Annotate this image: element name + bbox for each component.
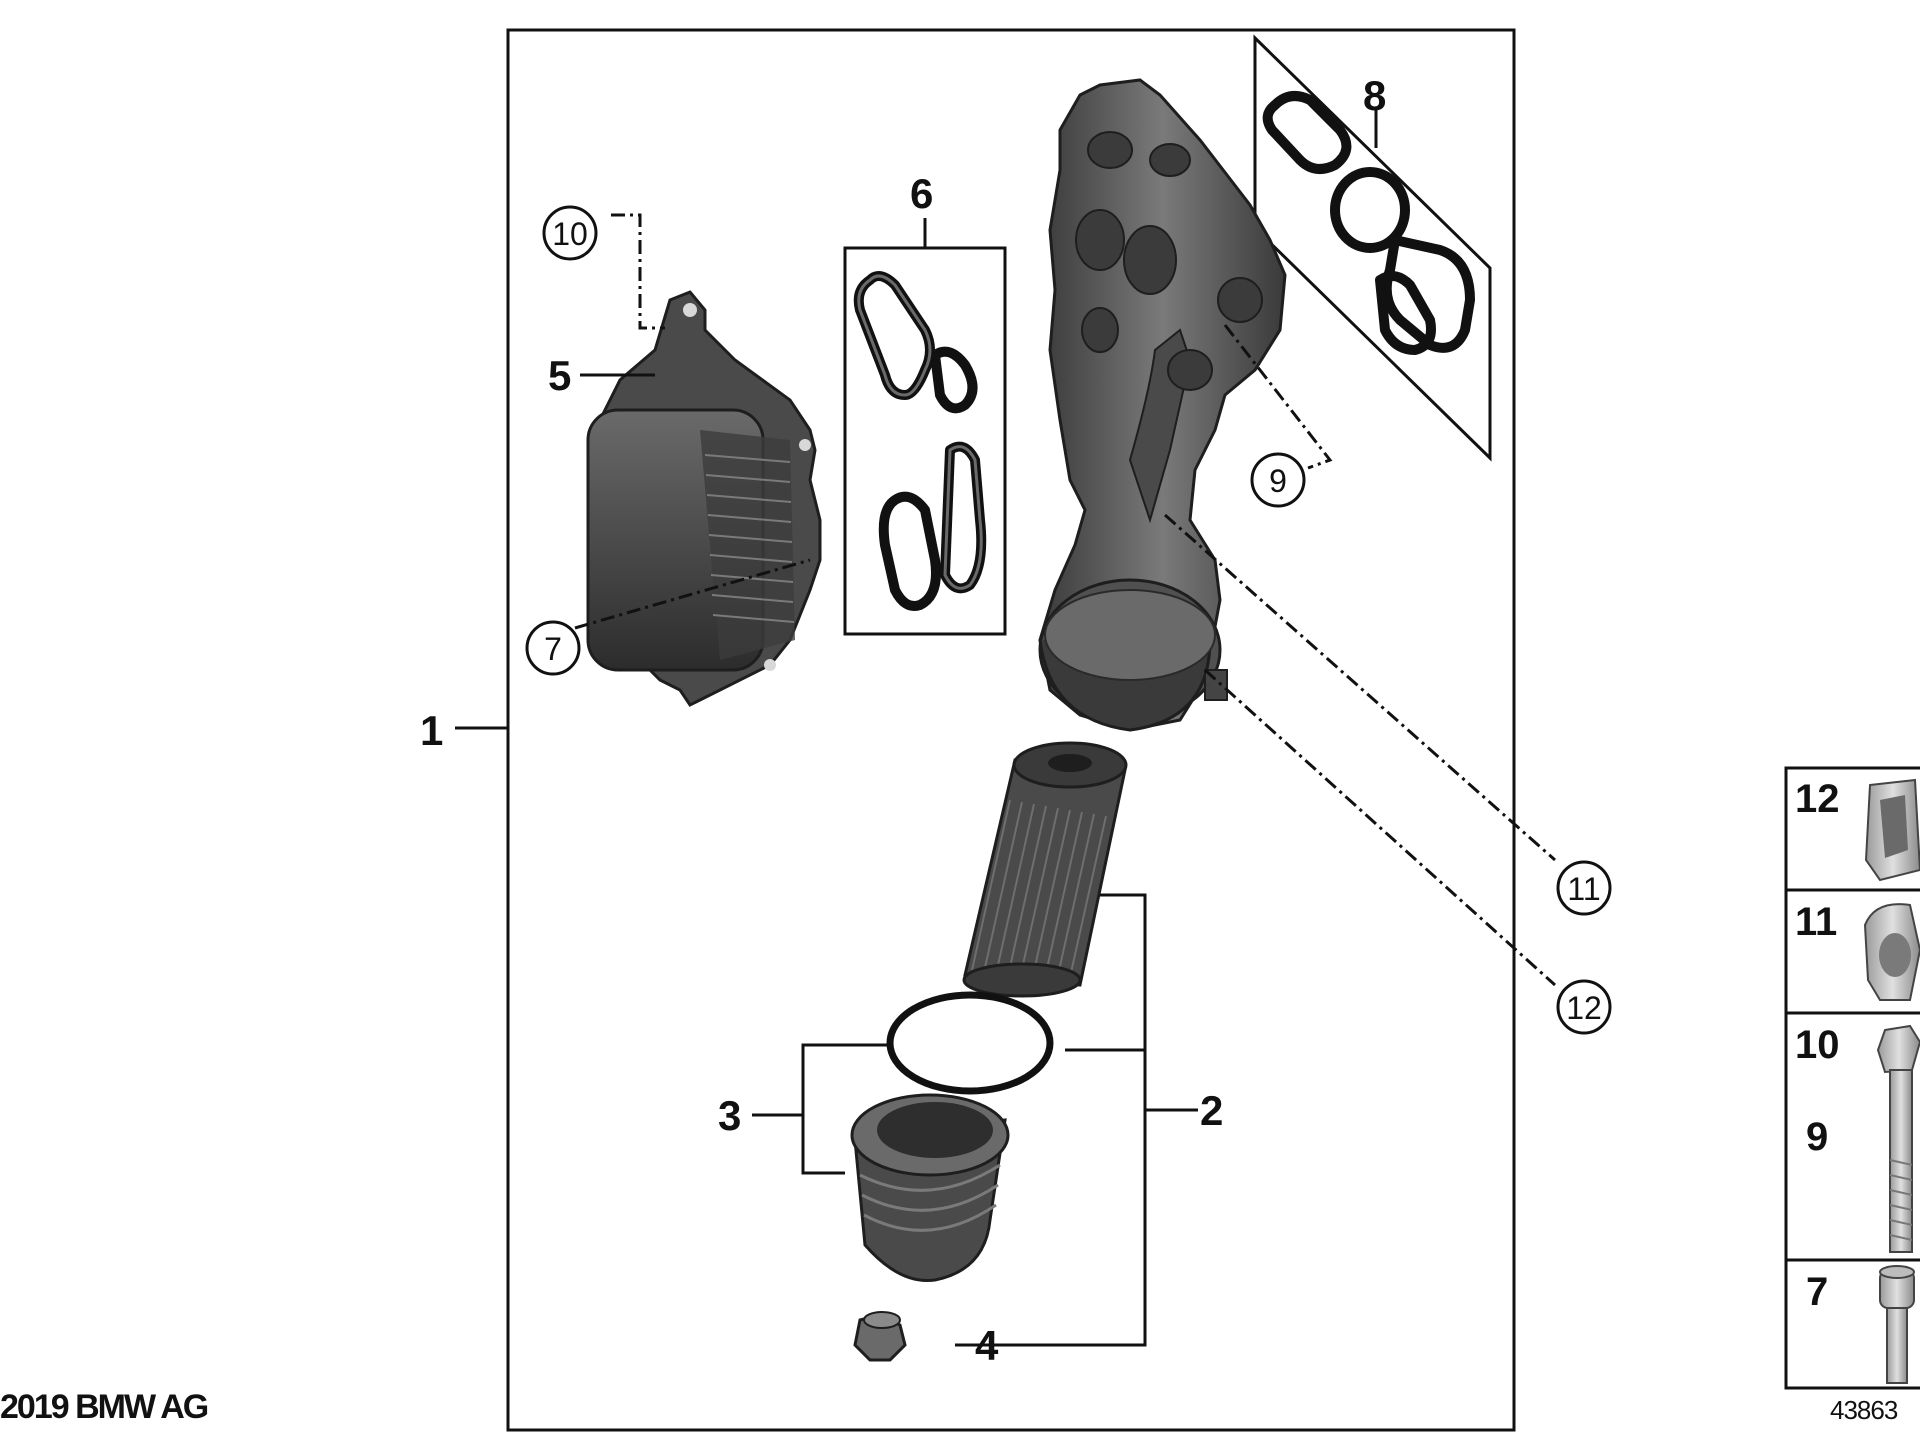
drawing-number: 43863 bbox=[1830, 1395, 1898, 1425]
oil-filter-housing bbox=[1038, 78, 1287, 732]
legend-item-9: 9 bbox=[1806, 1115, 1828, 1159]
callout-4: 4 bbox=[975, 1322, 999, 1369]
callout-11: 11 bbox=[1567, 871, 1600, 907]
legend-item-7: 7 bbox=[1806, 1270, 1828, 1314]
bolt-7-icon bbox=[1879, 1265, 1915, 1384]
gasket-set-box-8 bbox=[1253, 34, 1492, 462]
callout-1: 1 bbox=[420, 707, 443, 754]
gasket-set-box bbox=[843, 246, 1007, 636]
gasket-6 bbox=[853, 271, 987, 611]
callout-7: 7 bbox=[544, 631, 562, 667]
drain-plug bbox=[853, 1311, 907, 1362]
callout-12: 12 bbox=[1566, 990, 1602, 1026]
bolt-10-icon bbox=[1876, 1024, 1920, 1253]
assembly-frame bbox=[506, 28, 1516, 1432]
copyright-notice: 2019 BMW AG bbox=[0, 1388, 209, 1426]
callout-8: 8 bbox=[1363, 72, 1386, 119]
o-ring bbox=[886, 991, 1054, 1095]
callout-3: 3 bbox=[718, 1092, 741, 1139]
callout-10: 10 bbox=[552, 216, 588, 252]
clip-12-icon bbox=[1864, 778, 1920, 882]
legend-item-12: 12 bbox=[1795, 777, 1840, 821]
filter-cover bbox=[850, 1093, 1010, 1283]
oil-filter-element bbox=[962, 741, 1128, 998]
callout-5: 5 bbox=[548, 352, 571, 399]
legend-item-10: 10 bbox=[1795, 1023, 1840, 1067]
oil-cooler bbox=[586, 290, 822, 707]
legend-item-11: 11 bbox=[1795, 900, 1837, 944]
fastener-legend: 12 11 10 9 7 bbox=[1784, 766, 1920, 1390]
callout-9: 9 bbox=[1269, 463, 1287, 499]
clip-11-icon bbox=[1863, 903, 1920, 1001]
callout-6: 6 bbox=[910, 170, 933, 217]
callout-2: 2 bbox=[1200, 1087, 1223, 1134]
gasket-8 bbox=[1262, 91, 1475, 355]
